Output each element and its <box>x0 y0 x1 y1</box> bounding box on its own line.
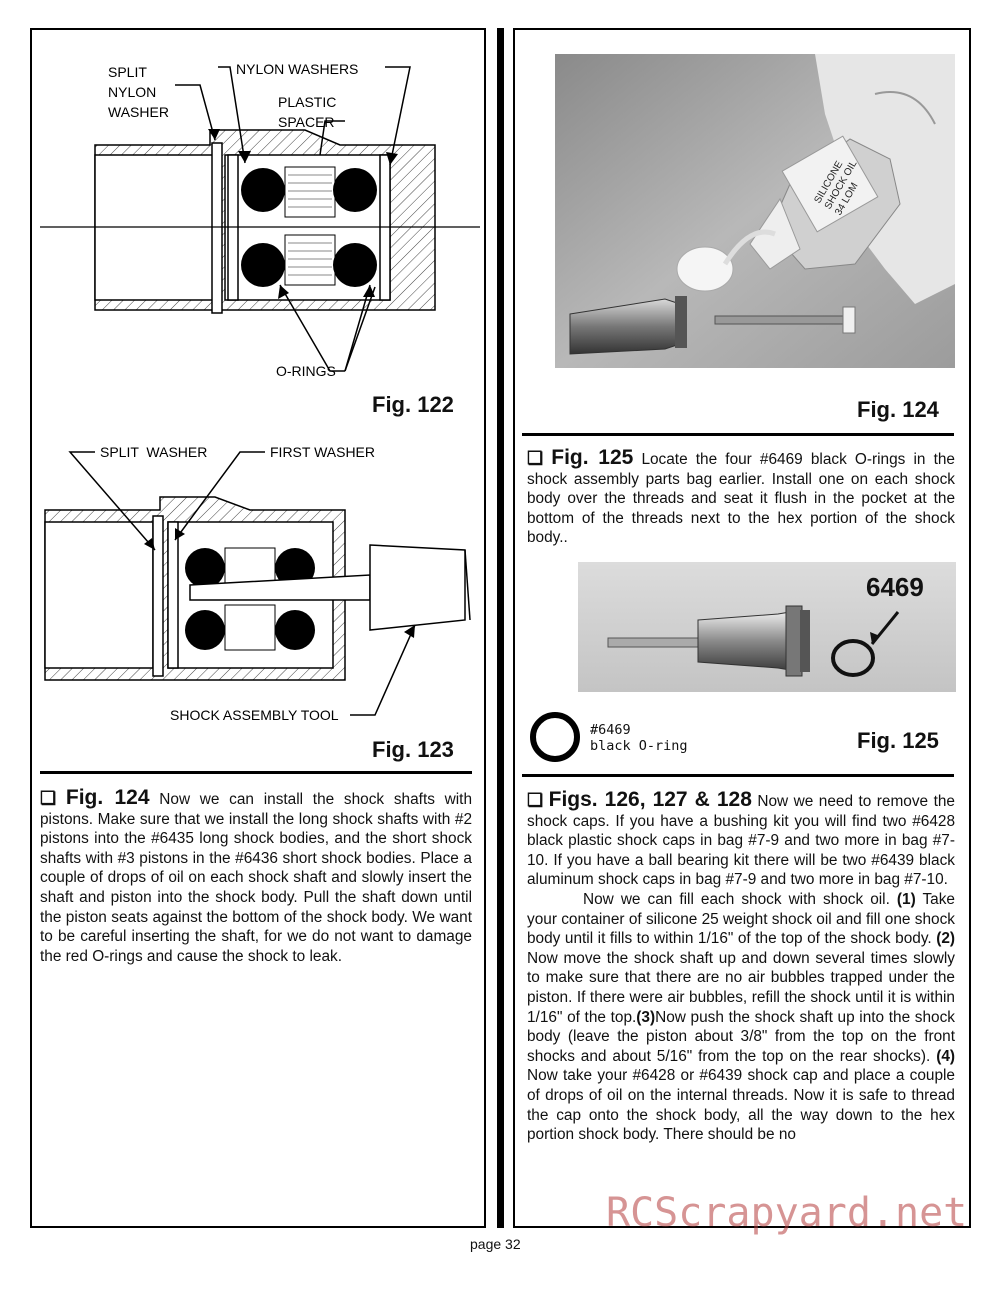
callout-split-washer: SPLIT WASHER <box>100 444 207 460</box>
para-124-text: Now we can install the shock shafts with… <box>40 791 473 965</box>
fig-125-photo: 6469 <box>578 562 956 692</box>
step-4-marker: (4) <box>936 1047 955 1065</box>
page-number: page 32 <box>470 1236 521 1252</box>
callout-split-nylon-washer-2: NYLON <box>108 84 156 100</box>
para-125-heading: Fig. 125 <box>551 446 634 469</box>
callout-first-washer: FIRST WASHER <box>270 444 375 460</box>
fig-124-paragraph: ❏ Fig. 124 Now we can install the shock … <box>40 786 473 966</box>
para-126-p2c: Now move the shock shaft up and down sev… <box>527 949 955 1026</box>
checkbox-icon: ❏ <box>527 448 544 468</box>
fig-125-label: Fig. 125 <box>857 728 939 753</box>
callout-plastic-spacer-2: SPACER <box>278 114 335 130</box>
callout-nylon-washers: NYLON WASHERS <box>236 61 358 77</box>
fig-124-label: Fig. 124 <box>857 397 939 422</box>
para-126-p2e: Now take your #6428 or #6439 shock cap a… <box>527 1067 955 1144</box>
oring-label-number: #6469 <box>590 722 631 738</box>
para-126-text1: Now we need to remove the shock caps. If… <box>527 793 955 889</box>
checkbox-icon: ❏ <box>527 790 544 810</box>
callout-o-rings: O-RINGS <box>276 363 336 379</box>
para-126-p2a: Now we can fill each shock with shock oi… <box>583 890 890 908</box>
fig-124-photo: SILICONE SHOCK OIL 34 LOM <box>555 54 955 368</box>
checkbox-icon: ❏ <box>40 788 57 808</box>
step-3-marker: (3) <box>636 1008 656 1026</box>
left-column-panel <box>30 28 486 1228</box>
step-2-marker: (2) <box>936 930 956 948</box>
step-1-marker: (1) <box>896 890 916 908</box>
fig-123-label: Fig. 123 <box>372 737 454 762</box>
fig-122-diagram: SPLIT NYLON WASHER NYLON WASHERS PLASTIC… <box>40 61 480 379</box>
right-column-panel <box>513 28 971 1228</box>
callout-split-nylon-washer-1: SPLIT <box>108 64 147 80</box>
right-rule-2 <box>522 774 954 777</box>
oring-label: #6469 black O-ring <box>590 722 688 754</box>
figs-126-128-paragraph: ❏ Figs. 126, 127 & 128 Now we need to re… <box>527 788 956 1145</box>
center-divider <box>497 28 504 1228</box>
right-rule-1 <box>522 433 954 436</box>
callout-split-nylon-washer-3: WASHER <box>108 104 169 120</box>
fig-125-paragraph: ❏ Fig. 125 Locate the four #6469 black O… <box>527 446 955 548</box>
callout-plastic-spacer-1: PLASTIC <box>278 94 336 110</box>
watermark: RCScrapyard.net <box>606 1190 968 1236</box>
para-126-p2d: Now push the shock shaft up into the sho… <box>527 1008 956 1065</box>
callout-shock-assembly-tool: SHOCK ASSEMBLY TOOL <box>170 707 339 723</box>
fig-123-diagram: SPLIT WASHER FIRST WASHER SHOCK ASSEMBLY… <box>44 444 471 723</box>
para-126-heading: Figs. 126, 127 & 128 <box>548 788 752 811</box>
oring-icon <box>530 712 580 762</box>
fig-122-label: Fig. 122 <box>372 392 454 417</box>
oring-label-desc: black O-ring <box>590 738 688 754</box>
left-rule <box>40 771 472 774</box>
para-125-text: Locate the four #6469 black O-rings in t… <box>527 451 955 547</box>
para-126-p2b: Take your container of silicone 25 weigh… <box>527 890 955 948</box>
para-124-heading: Fig. 124 <box>65 786 150 809</box>
part-number-6469: 6469 <box>866 572 924 602</box>
